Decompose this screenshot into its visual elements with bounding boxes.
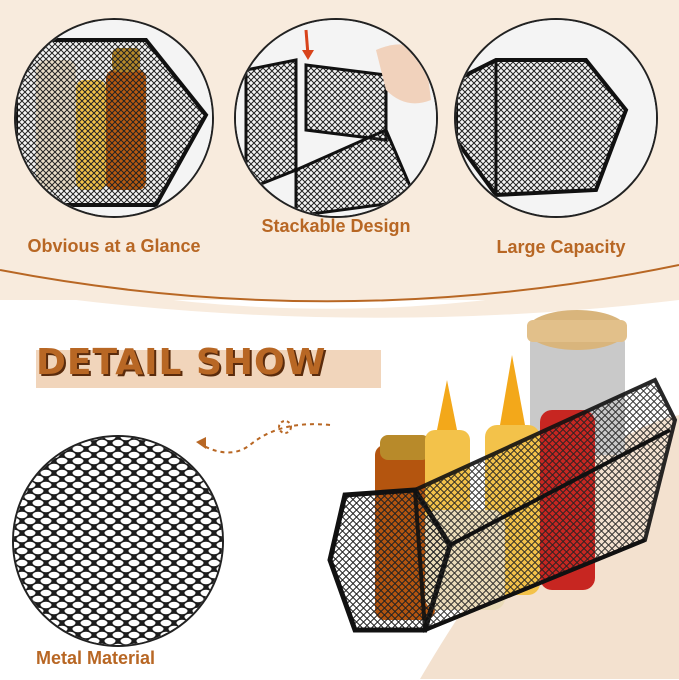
hand-assembling-basket-icon (236, 20, 436, 216)
feature-image-capacity (454, 18, 658, 218)
title-highlight (36, 350, 381, 388)
feature-image-obvious (14, 18, 214, 218)
feature-caption-stackable: Stackable Design (261, 216, 411, 236)
feature-caption-capacity: Large Capacity (496, 237, 626, 257)
material-label: Metal Material (36, 648, 156, 668)
empty-hexagon-basket-icon (456, 20, 656, 216)
mesh-detail-closeup (12, 435, 224, 647)
feature-caption-obvious: Obvious at a Glance (27, 236, 201, 256)
metal-mesh-icon (14, 437, 222, 645)
feature-image-stackable (234, 18, 438, 218)
basket-with-bottles-icon (16, 20, 212, 216)
section-title: DETAIL SHOW (36, 342, 327, 383)
basket-with-condiments-image (327, 310, 678, 633)
